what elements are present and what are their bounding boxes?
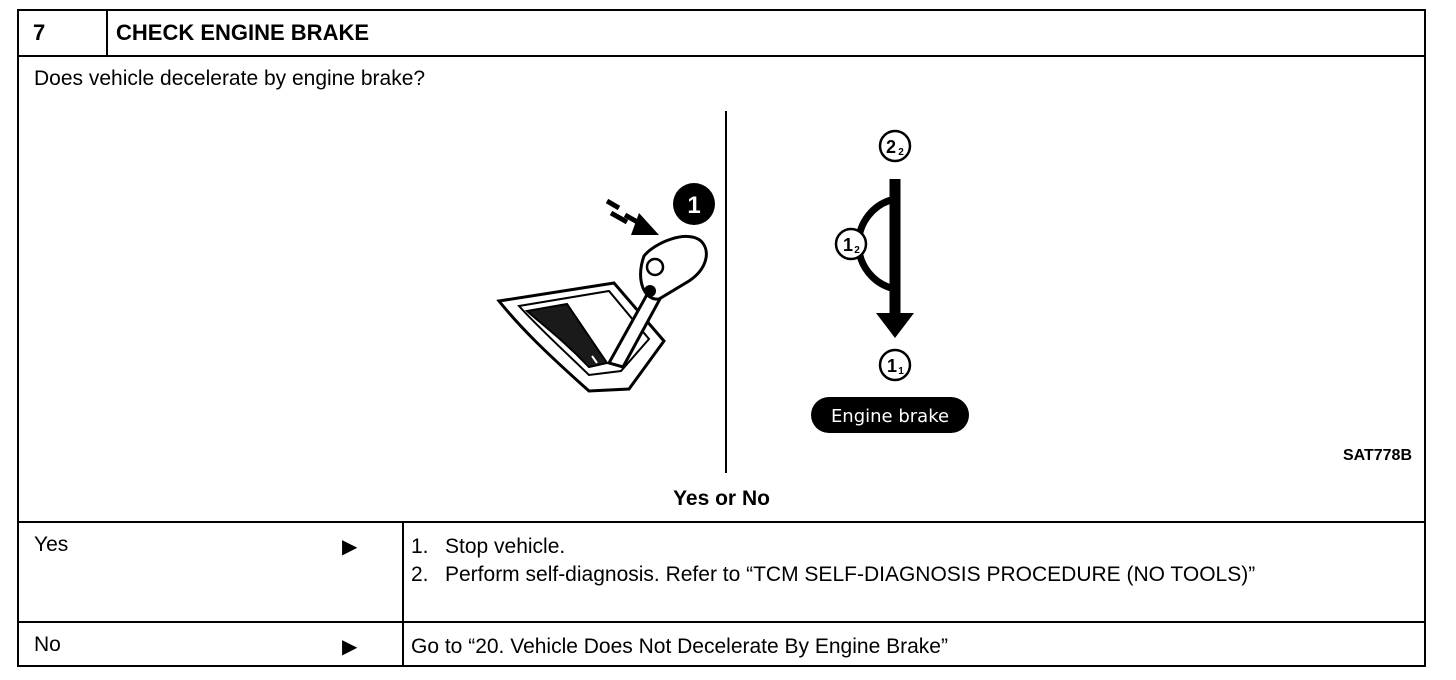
result-row-yes: Yes ▶ 1. Stop vehicle. 2. Perform self-d… <box>19 521 1424 621</box>
engine-brake-badge: Engine brake <box>811 397 969 433</box>
range-diagram: 2 2 1 2 1 1 Engine brake <box>811 129 969 433</box>
result-rows: Yes ▶ 1. Stop vehicle. 2. Perform self-d… <box>19 521 1424 665</box>
illustration: 1 2 2 1 2 <box>449 101 1009 481</box>
right-triangle-icon: ▶ <box>342 636 358 658</box>
yes-step-1: 1. Stop vehicle. <box>411 535 566 558</box>
question-text: Does vehicle decelerate by engine brake? <box>34 67 426 90</box>
shift-lever-diagram: 1 2 2 1 2 <box>496 111 969 473</box>
position-1-2-marker: 1 2 <box>834 227 868 261</box>
svg-text:2: 2 <box>898 147 904 158</box>
no-action: Go to “20. Vehicle Does Not Decelerate B… <box>411 635 948 658</box>
diagnostic-table: 7 CHECK ENGINE BRAKE Does vehicle decele… <box>17 9 1426 667</box>
svg-text:1: 1 <box>887 356 897 376</box>
svg-text:1: 1 <box>843 235 853 255</box>
svg-text:2: 2 <box>886 137 896 157</box>
no-label: No <box>34 633 61 656</box>
step-title: CHECK ENGINE BRAKE <box>116 20 370 45</box>
step-number: 7 <box>19 11 108 55</box>
yes-step-2: 2. Perform self-diagnosis. Refer to “TCM… <box>411 563 1256 586</box>
position-1-1-marker: 1 1 <box>878 348 912 382</box>
down-arrow-icon <box>876 313 914 338</box>
svg-text:1: 1 <box>687 192 700 219</box>
svg-text:2: 2 <box>854 245 860 256</box>
column-divider <box>402 623 404 665</box>
svg-text:1: 1 <box>898 366 904 377</box>
yes-label: Yes <box>34 533 69 556</box>
push-direction-arrow-icon <box>605 198 659 235</box>
figure-code: SAT778B <box>1342 447 1412 464</box>
callout-1-badge: 1 <box>673 183 715 225</box>
column-divider <box>402 523 404 621</box>
svg-text:Engine brake: Engine brake <box>831 406 949 427</box>
yes-steps: 1. Stop vehicle. 2. Perform self-diagnos… <box>411 533 1345 589</box>
table-header: 7 CHECK ENGINE BRAKE <box>19 11 1424 57</box>
right-triangle-icon: ▶ <box>342 536 358 558</box>
result-row-no: No ▶ Go to “20. Vehicle Does Not Deceler… <box>19 621 1424 665</box>
yes-action: 1. Stop vehicle. 2. Perform self-diagnos… <box>411 533 1345 589</box>
position-2-2-marker: 2 2 <box>878 129 912 163</box>
shifter-gate-icon <box>496 235 708 393</box>
yes-or-no-heading: Yes or No <box>673 487 770 510</box>
